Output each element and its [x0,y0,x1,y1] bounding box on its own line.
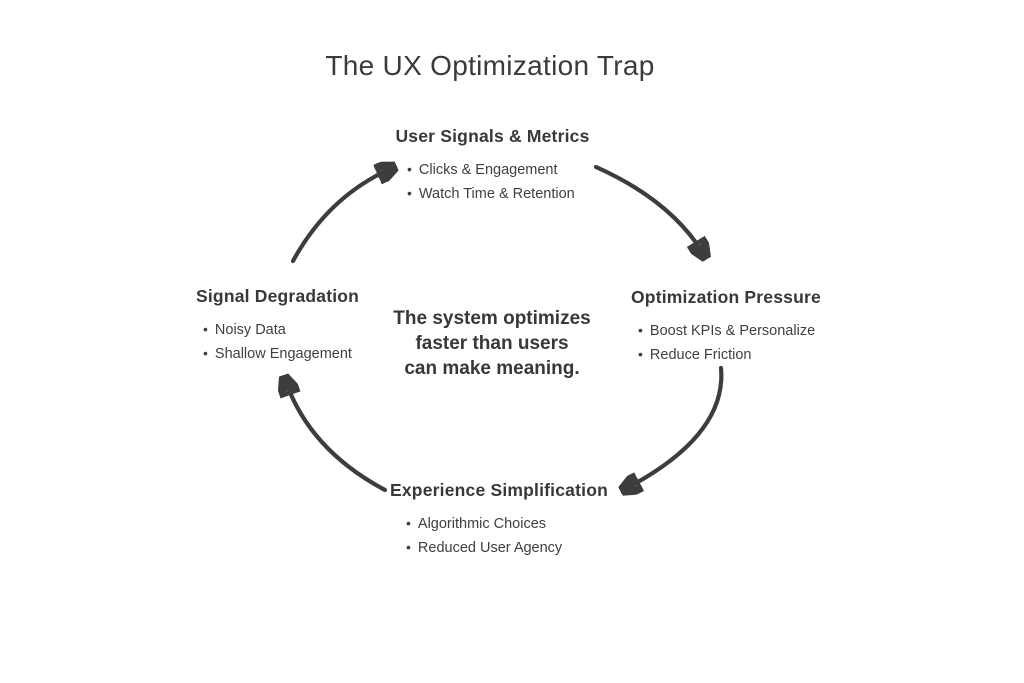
arrow-bottom-to-left-icon [286,382,388,493]
bullet-text: Reduce Friction [649,347,752,363]
bullet-text: Clicks & Engagement [418,162,558,178]
node-title: User Signals & Metrics [395,126,590,146]
node-optimization-pressure: Optimization Pressure • Boost KPIs & Pers… [631,287,826,367]
center-message-line: The system optimizes [393,308,591,329]
bullet-item: • Reduce Friction [638,343,826,367]
node-title: Experience Simplification [390,480,608,500]
node-bullet-list: • Noisy Data • Shallow Engagement [196,318,371,366]
bullet-dot-icon: • [406,515,411,531]
node-signal-degradation: Signal Degradation • Noisy Data • Shallow … [196,286,371,366]
node-experience-simplification: Experience Simplification • Algorithmic C… [390,480,608,560]
node-bullet-list: • Clicks & Engagement • Watch Time & Reten… [385,158,600,206]
arrow-right-to-bottom-icon [627,365,724,488]
bullet-dot-icon: • [407,161,412,177]
bullet-item: • Boost KPIs & Personalize [638,319,826,343]
node-bullet-list: • Boost KPIs & Personalize • Reduce Fricti… [631,319,826,367]
bullet-dot-icon: • [407,185,412,201]
center-message-line: faster than users [415,333,569,354]
bullet-item: • Shallow Engagement [203,342,371,366]
bullet-dot-icon: • [406,539,411,555]
bullet-item: • Algorithmic Choices [406,512,605,536]
center-message-line: can make meaning. [404,358,580,379]
bullet-dot-icon: • [203,321,208,337]
arrow-top-to-right-icon [593,164,703,253]
center-message: The system optimizes faster than users c… [367,306,617,381]
bullet-item: • Noisy Data [203,318,371,342]
node-title: Signal Degradation [196,286,360,306]
bullet-text: Shallow Engagement [214,346,352,362]
bullet-item: • Reduced User Agency [406,536,605,560]
bullet-dot-icon: • [203,345,208,361]
bullet-text: Boost KPIs & Personalize [649,323,816,339]
node-bullet-list: • Algorithmic Choices • Reduced User Agenc… [390,512,605,560]
bullet-dot-icon: • [638,322,643,338]
bullet-text: Watch Time & Retention [418,186,575,202]
bullet-item: • Watch Time & Retention [407,182,600,206]
bullet-dot-icon: • [638,346,643,362]
arrow-left-to-top-icon [290,169,390,264]
bullet-text: Reduced User Agency [417,540,563,556]
diagram-title: The UX Optimization Trap [325,50,655,81]
node-title: Optimization Pressure [631,287,821,307]
bullet-text: Noisy Data [214,322,286,338]
bullet-text: Algorithmic Choices [417,516,547,532]
bullet-item: • Clicks & Engagement [407,158,600,182]
node-user-signals-metrics: User Signals & Metrics • Clicks & Engagem… [385,126,600,206]
